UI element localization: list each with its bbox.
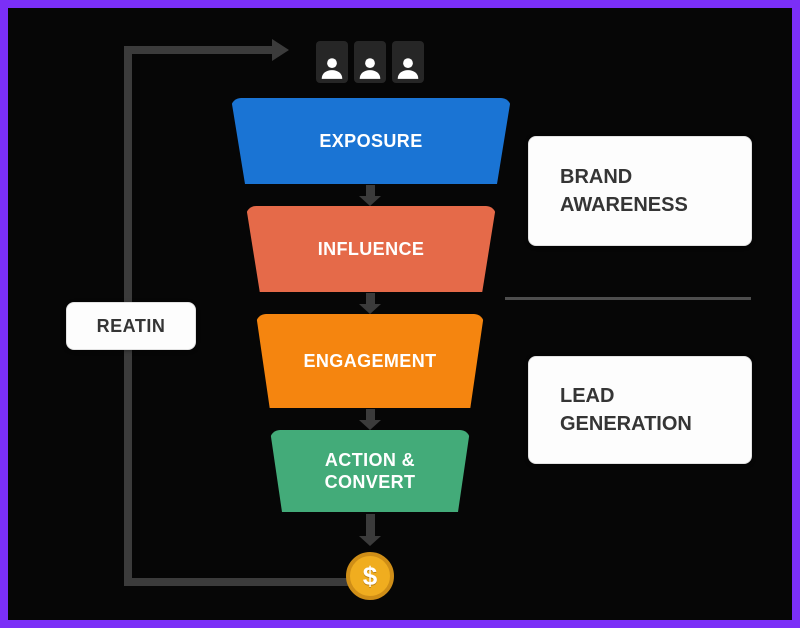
section-divider xyxy=(505,297,751,300)
funnel-stage-influence: INFLUENCE xyxy=(246,206,496,292)
funnel-stage-exposure: EXPOSURE xyxy=(231,98,511,184)
stage-label: INFLUENCE xyxy=(317,238,425,259)
user-icon xyxy=(392,41,424,83)
user-icon xyxy=(354,41,386,83)
dollar-coin-icon: $ xyxy=(346,552,394,600)
stage-label: ENGAGEMENT xyxy=(303,350,437,371)
funnel-stage-action-convert: ACTION & CONVERT xyxy=(270,430,470,512)
arrow-right-icon xyxy=(272,39,289,61)
retention-loop-line xyxy=(124,46,272,54)
annotation-text: REATIN xyxy=(96,315,166,336)
stage-label: ACTION & CONVERT xyxy=(324,449,416,493)
arrow-down-icon xyxy=(366,514,375,537)
arrow-down-icon xyxy=(359,304,381,314)
funnel-stage-engagement: ENGAGEMENT xyxy=(256,314,484,408)
user-icon xyxy=(316,41,348,83)
audience-icons xyxy=(316,41,424,83)
arrow-down-icon xyxy=(359,420,381,430)
retention-loop-line xyxy=(124,578,348,586)
dollar-symbol: $ xyxy=(362,560,378,591)
arrow-down-icon xyxy=(366,409,375,421)
annotation-text: LEAD GENERATION xyxy=(560,385,692,435)
arrow-down-icon xyxy=(366,293,375,305)
annotation-text: BRAND AWARENESS xyxy=(560,166,688,216)
arrow-down-icon xyxy=(359,196,381,206)
label-retention: REATIN xyxy=(66,302,196,350)
arrow-down-icon xyxy=(366,185,375,197)
stage-label: EXPOSURE xyxy=(319,130,423,151)
arrow-down-icon xyxy=(359,536,381,546)
label-lead-generation: LEAD GENERATION xyxy=(528,356,752,464)
label-brand-awareness: BRAND AWARENESS xyxy=(528,136,752,246)
